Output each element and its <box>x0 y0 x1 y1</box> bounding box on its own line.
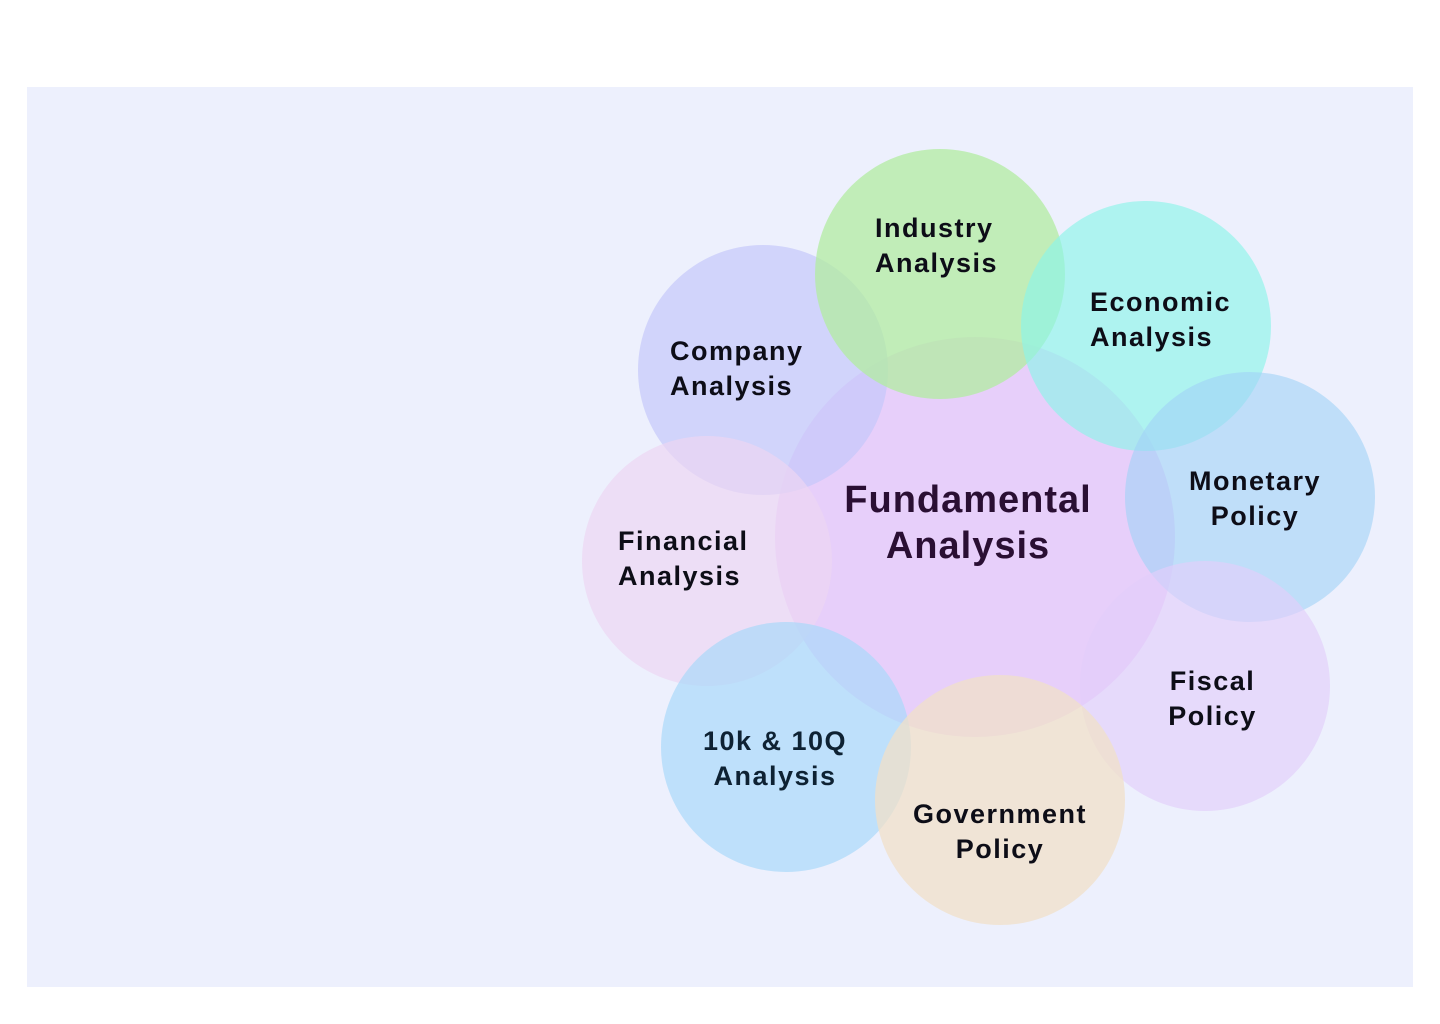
industry-label-line2: Analysis <box>875 248 999 278</box>
fiscal-policy-label: Fiscal Policy <box>1150 664 1275 734</box>
industry-analysis-label: Industry Analysis <box>875 211 998 281</box>
company-label-line1: Company <box>670 336 804 366</box>
economic-analysis-label: Economic Analysis <box>1090 285 1231 355</box>
economic-label-line2: Analysis <box>1090 322 1214 352</box>
government-label-line1: Government <box>912 799 1088 829</box>
tenk-analysis-label: 10k & 10Q Analysis <box>690 724 860 794</box>
industry-analysis-circle <box>815 149 1065 399</box>
industry-label-line1: Industry <box>875 213 994 243</box>
economic-label-line1: Economic <box>1090 287 1232 317</box>
government-policy-circle <box>875 675 1125 925</box>
center-label: Fundamental Analysis <box>818 477 1118 569</box>
fiscal-label-line2: Policy <box>1168 701 1257 731</box>
tenk-label-line1: 10k & 10Q <box>702 726 848 756</box>
financial-analysis-label: Financial Analysis <box>618 524 749 594</box>
financial-label-line1: Financial <box>618 526 749 556</box>
fiscal-policy-circle <box>1080 561 1330 811</box>
government-policy-label: Government Policy <box>900 797 1100 867</box>
center-label-line1: Fundamental <box>844 479 1092 521</box>
center-label-line2: Analysis <box>885 525 1051 567</box>
monetary-label-line1: Monetary <box>1188 466 1322 496</box>
tenk-analysis-circle <box>661 622 911 872</box>
tenk-label-line2: Analysis <box>713 761 837 791</box>
company-analysis-label: Company Analysis <box>670 334 804 404</box>
monetary-policy-label: Monetary Policy <box>1175 464 1335 534</box>
company-label-line2: Analysis <box>670 371 794 401</box>
financial-label-line2: Analysis <box>618 561 742 591</box>
monetary-label-line2: Policy <box>1210 501 1300 531</box>
fiscal-label-line1: Fiscal <box>1169 666 1256 696</box>
government-label-line2: Policy <box>955 834 1045 864</box>
